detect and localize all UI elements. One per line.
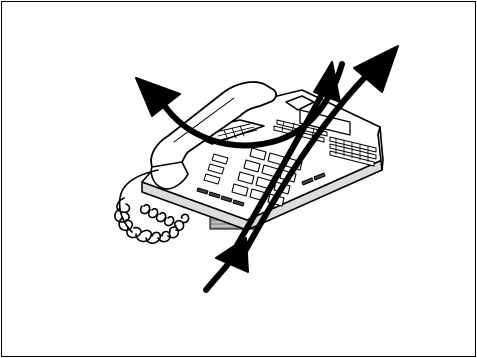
arrow-icon	[136, 78, 180, 116]
arrow-lower-tail	[206, 264, 228, 290]
arrow-icon	[216, 238, 248, 272]
